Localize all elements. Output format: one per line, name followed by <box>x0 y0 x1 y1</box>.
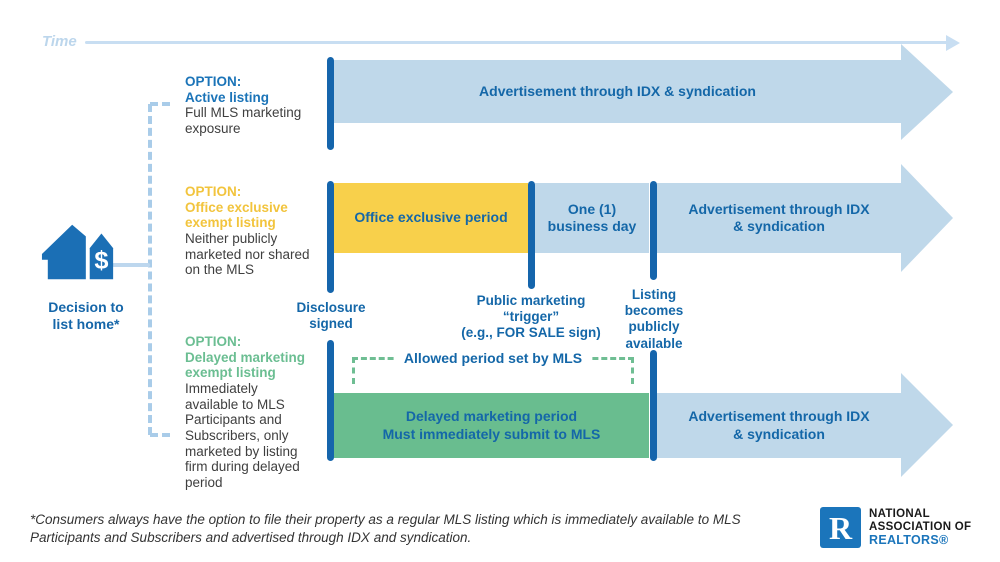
option-delayed-description: Immediately available to MLS Participant… <box>185 380 300 490</box>
option-active-listing-block: OPTION: Active listing Full MLS marketin… <box>185 74 333 137</box>
option-office-description: Neither publicly marketed nor shared on … <box>185 230 310 278</box>
milestone-listing-publicly-available-label: Listing becomes publicly available <box>624 287 684 351</box>
nar-logo-text: NATIONAL ASSOCIATION OF REALTORS® <box>869 508 971 548</box>
option-office-title: Office exclusive exempt listing <box>185 199 288 231</box>
nar-r-logo-icon: R <box>820 507 861 548</box>
row2-arrowhead-icon <box>901 164 953 272</box>
option-delayed-label: OPTION: <box>185 334 242 349</box>
option-active-description: Full MLS marketing exposure <box>185 105 302 136</box>
nar-logo-line1: NATIONAL <box>869 507 930 520</box>
nar-logo-line2: ASSOCIATION OF <box>869 520 972 533</box>
nar-logo-line3: REALTORS® <box>869 533 949 548</box>
decision-connector-top-elbow <box>150 102 170 106</box>
row3-advertisement-band: Advertisement through IDX & syndication <box>657 393 901 458</box>
allowed-period-bracket: Allowed period set by MLS <box>352 350 634 384</box>
milestone-disclosure-signed-label: Disclosure signed <box>296 300 366 332</box>
option-delayed-marketing-block: OPTION: Delayed marketing exempt listing… <box>185 334 333 491</box>
option-active-label: OPTION: <box>185 74 242 89</box>
time-axis-label: Time <box>42 33 77 50</box>
option-office-exclusive-block: OPTION: Office exclusive exempt listing … <box>185 184 333 278</box>
row1-advertisement-band: Advertisement through IDX & syndication <box>334 60 901 123</box>
row1-arrowhead-icon <box>901 44 953 140</box>
office-exclusive-period-band: Office exclusive period <box>334 183 528 253</box>
time-axis-line <box>85 41 948 44</box>
milestone-bar-row3-disclosure <box>327 340 334 461</box>
dollar-sign-glyph: $ <box>94 247 108 275</box>
delayed-marketing-period-band: Delayed marketing period Must immediatel… <box>334 393 649 458</box>
milestone-bar-row2-public <box>650 181 657 280</box>
option-delayed-title: Delayed marketing exempt listing <box>185 349 306 381</box>
milestone-bar-row2-disclosure <box>327 181 334 293</box>
option-active-title: Active listing <box>185 89 270 105</box>
nar-logo: R NATIONAL ASSOCIATION OF REALTORS® <box>820 507 971 548</box>
nar-logo-letter: R <box>828 509 853 546</box>
option-office-label: OPTION: <box>185 184 242 199</box>
decision-to-list-label: Decision to list home* <box>48 299 124 332</box>
milestone-bar-row2-trigger <box>528 181 535 289</box>
milestone-bar-row1-disclosure <box>327 57 334 150</box>
decision-connector-bottom-elbow <box>150 433 170 437</box>
row3-arrowhead-icon <box>901 373 953 477</box>
milestone-public-marketing-trigger-label: Public marketing “trigger” (e.g., FOR SA… <box>461 293 601 341</box>
footnote-text: *Consumers always have the option to fil… <box>30 512 741 546</box>
allowed-period-label: Allowed period set by MLS <box>393 350 593 366</box>
decision-connector-house-line <box>112 263 150 267</box>
row2-advertisement-band: Advertisement through IDX & syndication <box>657 183 901 253</box>
milestone-bar-row3-public <box>650 350 657 461</box>
house-dollar-icon: $ <box>40 216 118 293</box>
one-business-day-band: One (1) business day <box>535 183 649 253</box>
decision-connector-vertical <box>148 104 152 435</box>
